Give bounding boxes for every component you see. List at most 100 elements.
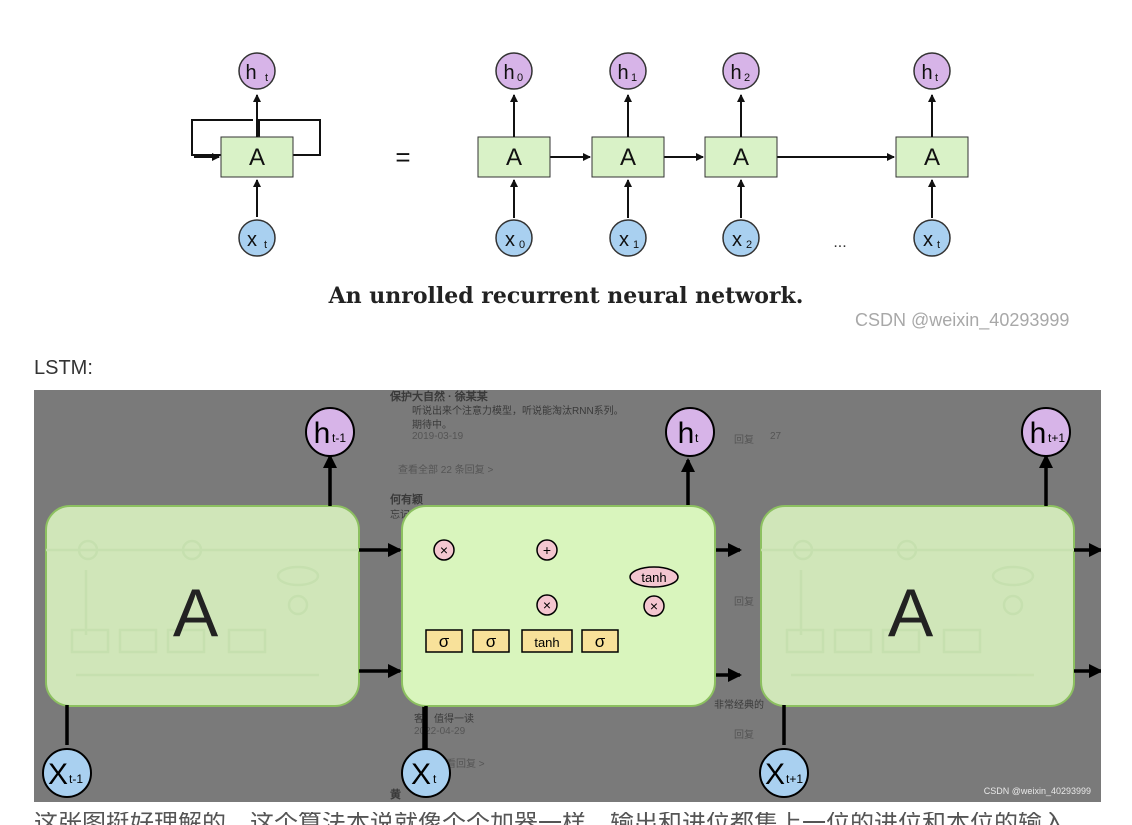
rnn-input-label: x — [619, 229, 629, 251]
rnn-input-subscript: 1 — [633, 239, 639, 251]
rnn-output-node — [495, 52, 533, 90]
rnn-cell-box — [220, 136, 294, 178]
lstm-input-node — [42, 748, 92, 798]
lstm-input-subscript: t-1 — [69, 772, 83, 786]
lstm-output-label: h — [678, 417, 695, 450]
rnn-cell-label: A — [924, 144, 940, 171]
lstm-watermark: CSDN @weixin_40293999 — [983, 786, 1091, 796]
lstm-output-node — [665, 407, 715, 457]
overlay-view-reply: 查看回复 > — [436, 759, 485, 770]
output-multiply-op-label: × — [650, 598, 658, 614]
cell-add-op — [536, 539, 558, 561]
lstm-section-label: LSTM: — [34, 357, 93, 379]
lstm-input-label: X — [411, 758, 431, 791]
rnn-input-label: x — [732, 229, 742, 251]
lstm-output-subscript: t-1 — [332, 431, 346, 445]
rnn-cell-label: A — [506, 144, 522, 171]
rnn-cell-box — [477, 136, 551, 178]
input-multiply-op — [536, 594, 558, 616]
overlay-name2-text: 忘记 — [390, 510, 410, 521]
rnn-output-subscript: 1 — [631, 72, 637, 84]
lstm-input-subscript: t — [433, 772, 437, 786]
lstm-output-node — [1021, 407, 1071, 457]
rnn-output-label: h — [617, 62, 628, 84]
lstm-gate-label: σ — [439, 632, 450, 651]
rnn-cell-label: A — [620, 144, 636, 171]
lstm-gate — [581, 629, 619, 653]
rnn-input-node — [495, 219, 533, 257]
rnn-input-label: x — [505, 229, 515, 251]
lstm-output-node — [305, 407, 355, 457]
overlay-name3: 黄 — [390, 789, 401, 801]
lstm-gate — [521, 629, 573, 653]
lstm-cell-label: A — [888, 575, 934, 651]
lstm-cell-label: A — [173, 575, 219, 651]
cell-add-op-label: + — [543, 542, 551, 558]
rnn-cell-label: A — [249, 144, 265, 171]
svg-text:x: x — [247, 229, 257, 251]
ellipsis: ... — [833, 234, 846, 251]
lstm-input-node — [759, 748, 809, 798]
forget-multiply-op-label: × — [440, 542, 448, 558]
forget-multiply-op — [433, 539, 455, 561]
svg-text:t: t — [265, 72, 268, 84]
rnn-cell-label: A — [733, 144, 749, 171]
overlay-view-all: 查看全部 22 条回复 > — [398, 465, 494, 476]
bottom-paragraph: 这张图挺好理解的，这个算法本说就像个个加器一样，输出和进位都集上一位的进位和本位… — [34, 812, 1101, 825]
rnn-output-label: h — [503, 62, 514, 84]
lstm-cell-box — [45, 505, 360, 707]
csdn-watermark: CSDN @weixin_40293999 — [855, 310, 1070, 330]
rnn-output-subscript: 2 — [744, 72, 750, 84]
rnn-cell-box — [895, 136, 969, 178]
lstm-connection-arrows — [65, 454, 1101, 745]
overlay-likes1: 27 — [770, 431, 782, 442]
output-multiply-op — [643, 595, 665, 617]
rnn-output-node — [722, 52, 760, 90]
svg-text:h: h — [245, 62, 256, 84]
rnn-output-label: h — [730, 62, 741, 84]
overlay-reply3: 回复 — [734, 730, 754, 741]
rnn-cell-box — [591, 136, 665, 178]
rnn-folded: A h t x t — [191, 52, 321, 257]
overlay-name1: 保护大自然 · 徐某某 — [390, 391, 488, 403]
rnn-input-node — [238, 219, 276, 257]
rnn-input-node — [913, 219, 951, 257]
lstm-ghost-structure — [46, 539, 359, 677]
lstm-gate-label: tanh — [534, 635, 559, 650]
lstm-diagram: 保护大自然 · 徐某某 听说出来个注意力模型，听说能淘汰RNN系列。 期待中。 … — [34, 390, 1101, 802]
tanh-op — [629, 566, 679, 588]
lstm-input-label: X — [765, 758, 785, 791]
overlay-reply2: 回复 — [734, 597, 754, 608]
overlay-date2: 2022-04-29 — [414, 726, 466, 737]
svg-text:t: t — [264, 239, 267, 251]
lstm-gate-label: σ — [486, 632, 497, 651]
overlay-comment2b: 客，值得一读 — [414, 714, 474, 725]
rnn-output-subscript: t — [935, 72, 938, 84]
overlay-comment1b: 期待中。 — [412, 420, 452, 431]
lstm-ghost-structure — [761, 539, 1074, 677]
rnn-output-node — [913, 52, 951, 90]
lstm-output-subscript: t+1 — [1048, 431, 1065, 445]
figure-caption: An unrolled recurrent neural network. — [328, 283, 804, 309]
recurrent-loop — [191, 119, 321, 156]
overlay-name2: 何有颖 — [390, 494, 423, 506]
lstm-input-label: X — [48, 758, 68, 791]
rnn-output-node — [609, 52, 647, 90]
lstm-cell-box — [760, 505, 1075, 707]
overlay-date1: 2019-03-19 — [412, 431, 464, 442]
rnn-input-node — [722, 219, 760, 257]
rnn-input-subscript: 0 — [519, 239, 525, 251]
lstm-cell-box — [401, 505, 716, 707]
rnn-input-subscript: t — [937, 239, 940, 251]
overlay-comment1: 听说出来个注意力模型，听说能淘汰RNN系列。 — [412, 406, 624, 417]
overlay-reply1: 回复 — [734, 435, 754, 446]
rnn-input-subscript: 2 — [746, 239, 752, 251]
